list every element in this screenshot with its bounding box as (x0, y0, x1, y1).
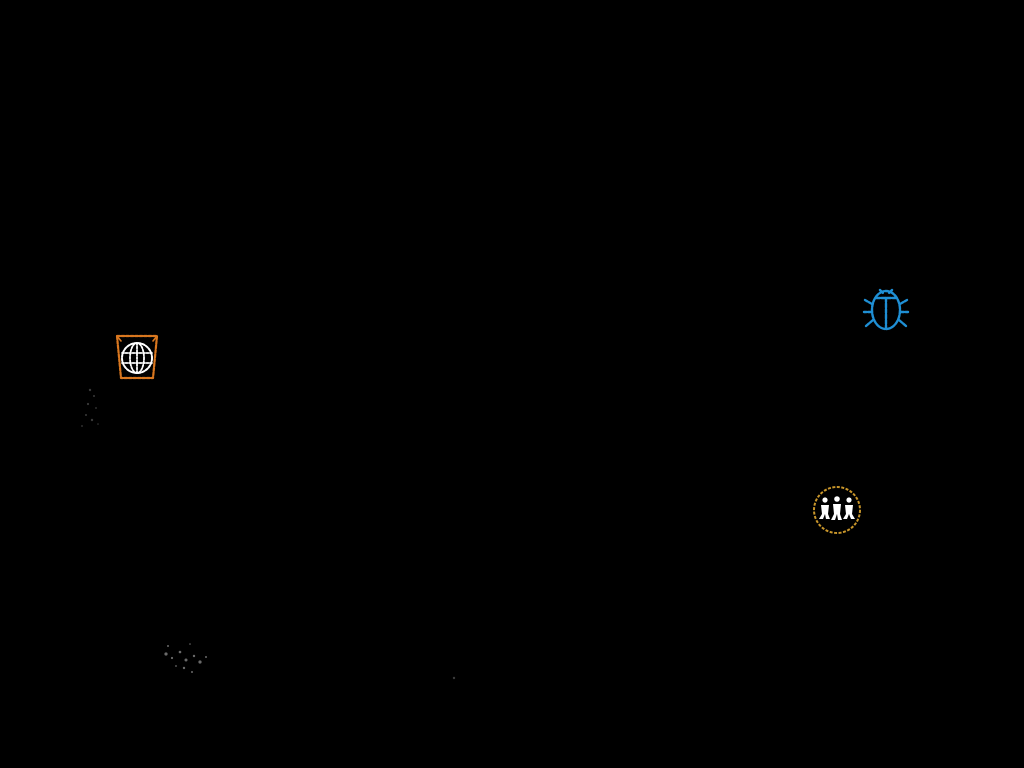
people-badge-icon[interactable] (810, 484, 864, 536)
faint-specks-left-icon (81, 388, 99, 427)
faint-specks-bottom-icon (164, 643, 207, 673)
faint-dot (452, 676, 456, 680)
globe-bin-icon[interactable] (112, 330, 162, 384)
beetle-icon[interactable] (862, 284, 910, 334)
